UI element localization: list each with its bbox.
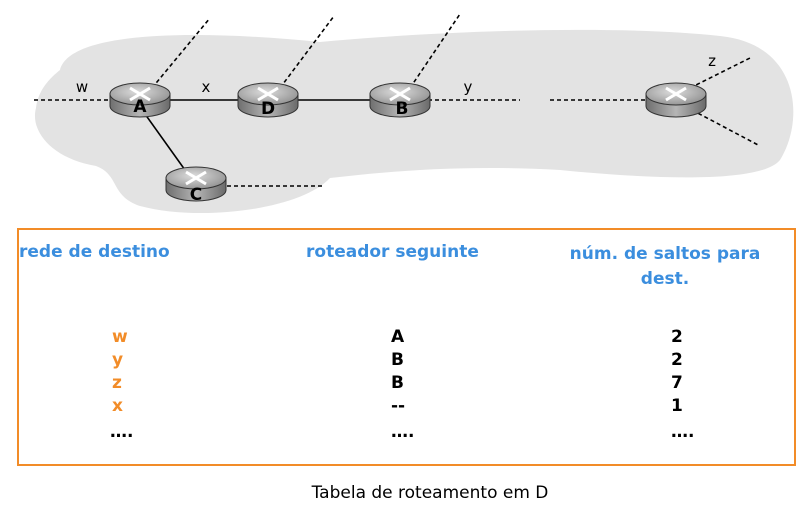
row-z-destination: z (112, 373, 122, 393)
row-x-destination: x (112, 396, 123, 416)
router-d (237, 82, 299, 118)
link-d-up (279, 15, 335, 89)
network-cloud (34, 29, 794, 214)
row-z-hops: 7 (671, 373, 683, 393)
link-y-label: y (464, 78, 473, 96)
row-w-destination: w (112, 327, 128, 347)
link-b-up (409, 13, 461, 89)
row-w-hops: 2 (671, 327, 683, 347)
row-z-next-router: B (391, 373, 404, 393)
link-a-c (144, 113, 186, 171)
row-ellipsis-next-router: …. (391, 422, 415, 442)
router-c (165, 166, 227, 202)
router-a (109, 82, 171, 118)
link-x-label: x (202, 78, 211, 96)
header-next-router: roteador seguinte (306, 242, 479, 262)
router-c-label: C (190, 185, 202, 205)
row-ellipsis-destination: …. (110, 422, 134, 442)
row-y-destination: y (112, 350, 124, 370)
link-a-up (151, 17, 211, 89)
router-d-label: D (261, 99, 275, 119)
row-ellipsis-hops: …. (671, 422, 695, 442)
row-y-next-router: B (391, 350, 404, 370)
row-x-next-router: -- (391, 396, 406, 416)
router-b-label: B (396, 99, 409, 119)
router-far (645, 82, 707, 118)
network-diagram: A D B C w x y z (34, 13, 794, 214)
table-caption: Tabela de roteamento em D (311, 483, 549, 503)
router-a-label: A (133, 97, 147, 117)
router-b (369, 82, 431, 118)
routing-table: rede de destino roteador seguinte núm. d… (17, 228, 796, 466)
row-y-hops: 2 (671, 350, 683, 370)
row-w-next-router: A (391, 327, 405, 347)
link-w-label: w (76, 78, 88, 96)
row-x-hops: 1 (671, 396, 683, 416)
links (34, 13, 761, 187)
header-destination: rede de destino (19, 242, 170, 262)
link-z-label: z (708, 52, 716, 70)
link-far-down (691, 109, 761, 147)
header-hops: núm. de saltos para dest. (569, 244, 761, 289)
